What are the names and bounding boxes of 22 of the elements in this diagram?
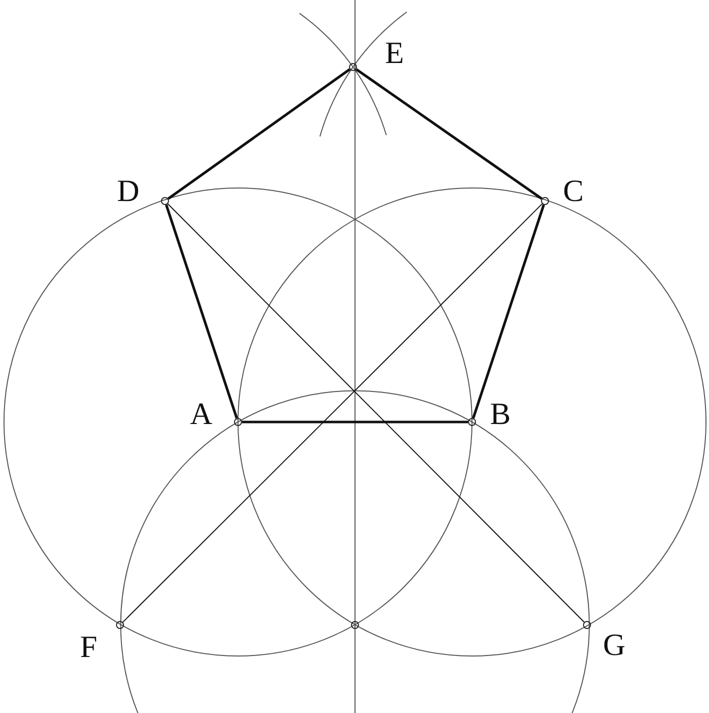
point-marker [349, 63, 357, 71]
pentagon-side [168, 68, 350, 200]
pentagon-side [356, 68, 542, 200]
point-marker [541, 197, 549, 205]
point-label: B [490, 398, 511, 429]
pentagon-side [165, 204, 238, 419]
diagonal-line [167, 203, 585, 623]
point-marker [234, 418, 242, 426]
diagonal-line [122, 203, 543, 623]
point-marker [116, 621, 124, 629]
point-marker [351, 621, 359, 629]
point-label: C [563, 175, 584, 206]
point-label: E [385, 37, 404, 68]
point-label: F [80, 631, 98, 662]
pentagon-side [242, 420, 468, 424]
point-marker [161, 197, 169, 205]
point-label: D [117, 175, 140, 206]
point-label: G [603, 629, 626, 660]
point-marker [468, 418, 476, 426]
point-marker [583, 621, 591, 629]
point-label: A [190, 398, 212, 429]
pentagon-side [472, 204, 545, 419]
